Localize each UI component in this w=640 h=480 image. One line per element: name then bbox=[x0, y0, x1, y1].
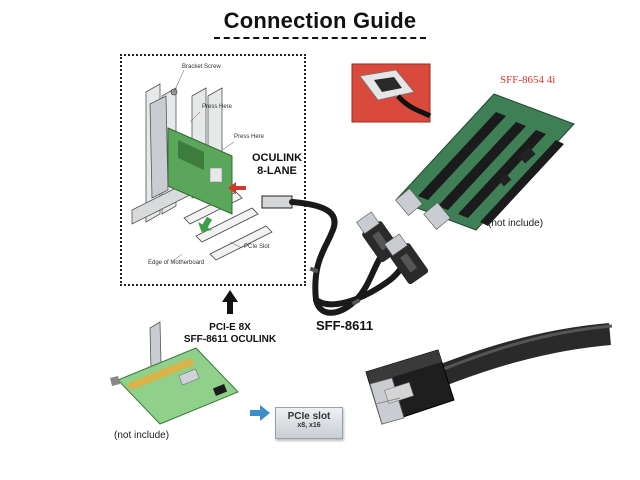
adapter-label-line1: PCI-E 8X bbox=[209, 322, 251, 333]
sff8654-inset bbox=[351, 63, 432, 123]
cable-closeup bbox=[365, 323, 613, 425]
pcie-slot-badge-subtitle: x8, x16 bbox=[297, 422, 321, 429]
adapter-label-line2: SFF-8611 OCULINK bbox=[183, 334, 277, 345]
pcie-slot-badge-title: PCIe slot bbox=[287, 411, 331, 422]
press-here-label-right: Press Here bbox=[234, 134, 265, 140]
press-here-label-top: Press Here bbox=[202, 104, 233, 110]
sff8654-label: SFF-8654 4i bbox=[500, 74, 556, 86]
sff8611-label: SFF-8611 bbox=[316, 318, 374, 333]
sff8611-plugs bbox=[356, 211, 429, 285]
installation-diagram-frame bbox=[120, 54, 306, 286]
up-arrow-icon bbox=[222, 290, 238, 314]
installation-drawing bbox=[131, 69, 273, 263]
oculink-label-line2: 8-LANE bbox=[257, 165, 297, 177]
title-underline bbox=[214, 37, 426, 39]
adapter-label: PCI-E 8X SFF-8611 OCULINK bbox=[160, 322, 300, 346]
right-arrow-icon bbox=[250, 405, 270, 421]
pcie-slot-label: PCIe Slot bbox=[244, 244, 270, 250]
not-include-left-label: (not include) bbox=[114, 430, 170, 441]
pcie-slot-badge: PCIe slot x8, x16 bbox=[275, 407, 343, 439]
motherboard-edge-label: Edge of Motherboard bbox=[148, 260, 205, 266]
oculink-label-line1: OCULINK bbox=[251, 152, 303, 164]
oculink-label: OCULINK 8-LANE bbox=[244, 152, 310, 178]
adapter-card bbox=[110, 321, 239, 425]
riser-board bbox=[395, 93, 575, 231]
page-title: Connection Guide bbox=[223, 8, 417, 33]
bracket-screw-label: Bracket Screw bbox=[182, 64, 221, 70]
not-include-right-label: (not include) bbox=[488, 218, 544, 229]
